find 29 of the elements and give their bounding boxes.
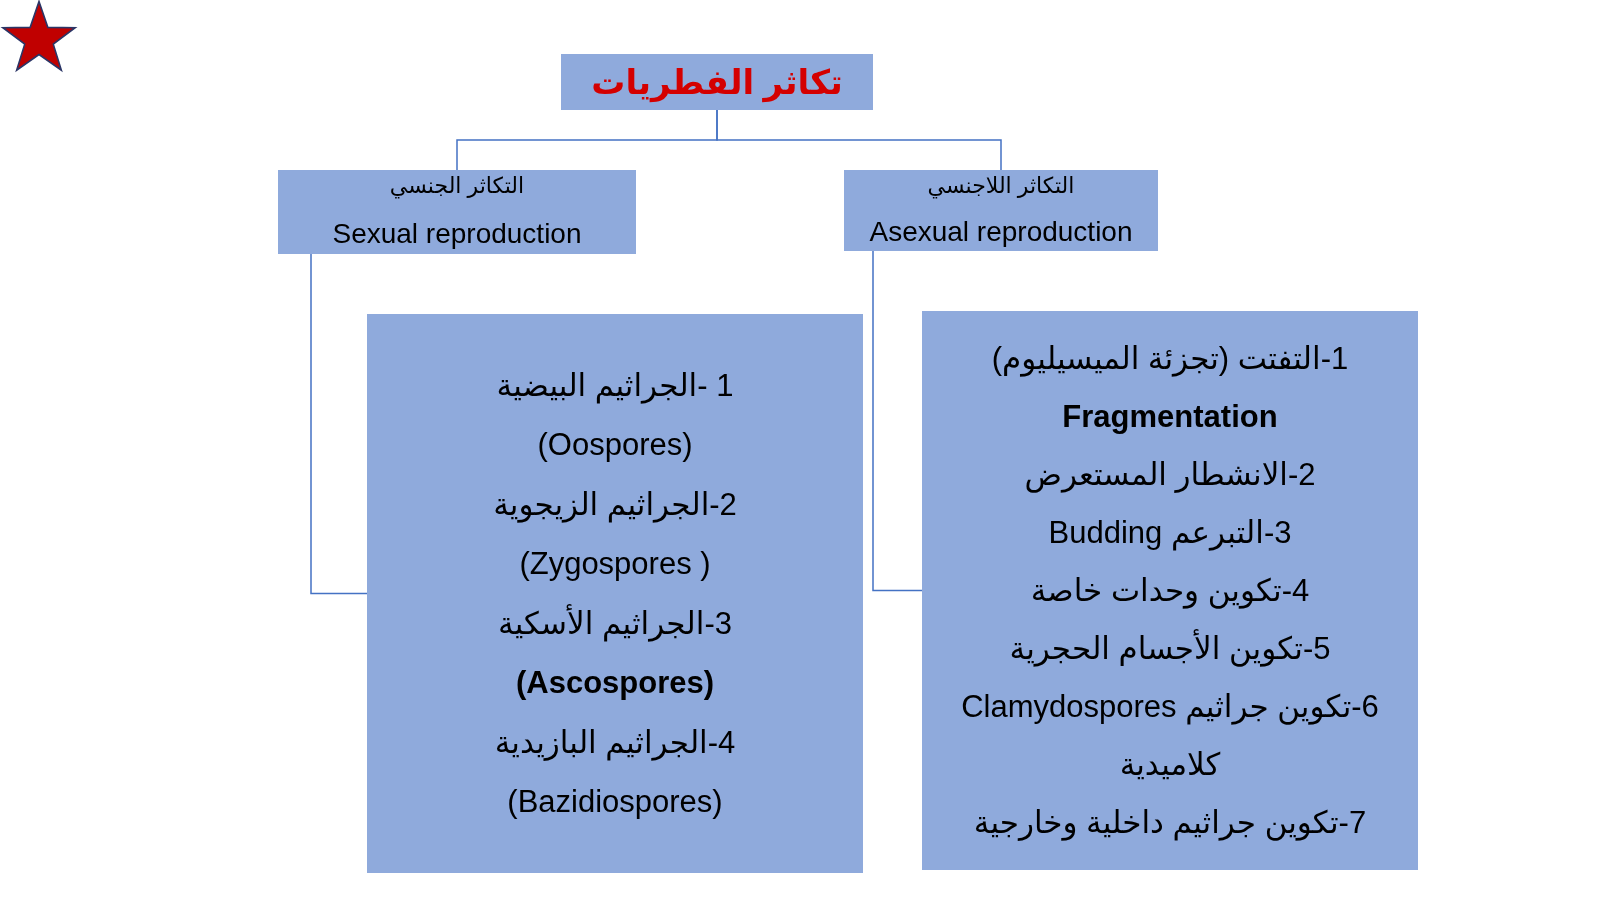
category-box xyxy=(844,170,1158,251)
list-line: 2-الجراثيم الزيجوية xyxy=(493,485,737,525)
category-label: التكاثر اللاجنسي xyxy=(927,172,1075,201)
connector-line xyxy=(716,109,1002,171)
list-line: (Zygospores ) xyxy=(519,545,711,583)
connector-line xyxy=(872,250,923,592)
heading-text: تكاثر الفطريات xyxy=(591,62,843,105)
list-line: 6-تكوين جراثيم Clamydospores كلاميدية xyxy=(960,687,1380,784)
list-box xyxy=(922,311,1418,870)
category-label: Asexual reproduction xyxy=(869,215,1133,249)
list-line: Fragmentation xyxy=(1062,397,1278,436)
list-line: (Ascospores) xyxy=(515,664,715,702)
list-line: 5-تكوين الأجسام الحجرية xyxy=(1009,628,1331,669)
list-line: 2-الانشطار المستعرض xyxy=(1024,455,1316,495)
category-label: Sexual reproduction xyxy=(332,217,582,251)
list-line: 3-الجراثيم الأسكية xyxy=(498,603,732,644)
list-box xyxy=(367,314,863,873)
connector-line xyxy=(310,253,368,595)
list-line: 7-تكوين جراثيم داخلية وخارجية xyxy=(973,803,1367,843)
category-box xyxy=(278,170,636,254)
list-line: 1 -الجراثيم البيضية xyxy=(496,366,734,406)
list-line: 4-الجراثيم البازيدية xyxy=(494,723,736,763)
list-line: 3-التبرعم Budding xyxy=(1048,513,1292,553)
list-line: (Bazidiospores) xyxy=(507,783,723,821)
list-line: 4-تكوين وحدات خاصة xyxy=(1030,571,1310,611)
heading-box xyxy=(561,54,873,110)
category-label: التكاثر الجنسي xyxy=(389,172,525,201)
list-line: 1-التفتت (تجزئة الميسيليوم) xyxy=(991,339,1349,379)
list-line: (Oospores) xyxy=(537,426,693,464)
